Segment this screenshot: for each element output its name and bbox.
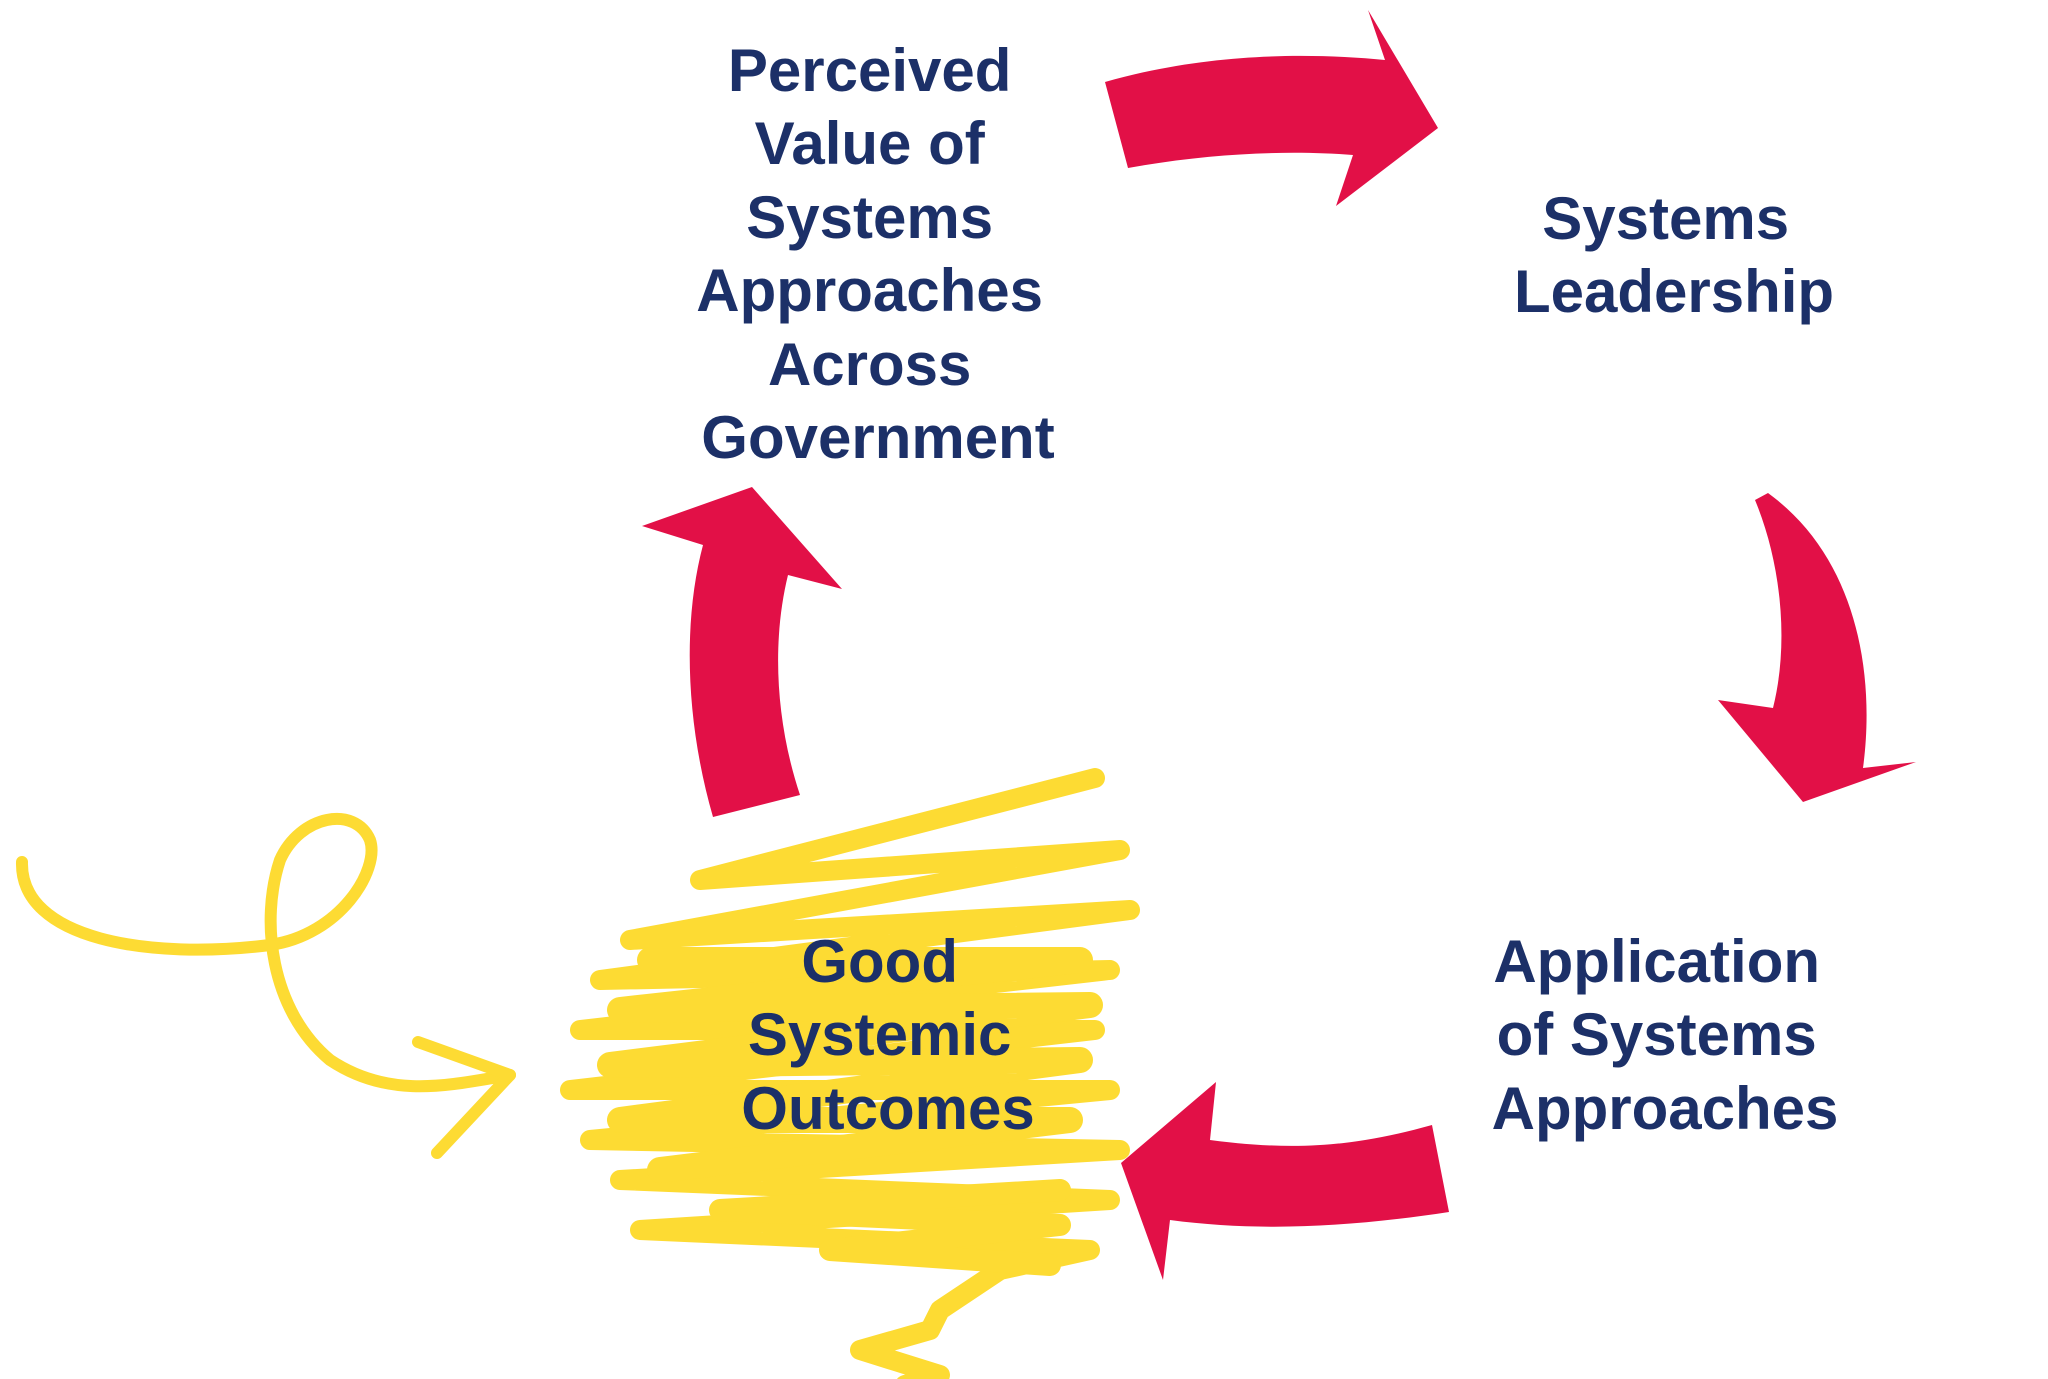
cycle-arrows — [642, 10, 1916, 1280]
curved-arrow-icon — [1121, 1082, 1449, 1280]
node-systems-leadership: Systems Leadership — [1514, 185, 1834, 325]
curved-arrow-icon — [1105, 10, 1438, 206]
node-perceived-value: Perceived Value of Systems Approaches Ac… — [696, 37, 1059, 471]
node-application: Application of Systems Approaches — [1492, 928, 1839, 1142]
curved-arrow-icon — [642, 487, 842, 817]
scribble-highlight — [560, 768, 1140, 1379]
node-good-outcomes: Good Systemic Outcomes — [741, 928, 1034, 1142]
curved-arrow-icon — [1718, 493, 1916, 802]
hand-drawn-arrow-icon — [15, 812, 516, 1159]
